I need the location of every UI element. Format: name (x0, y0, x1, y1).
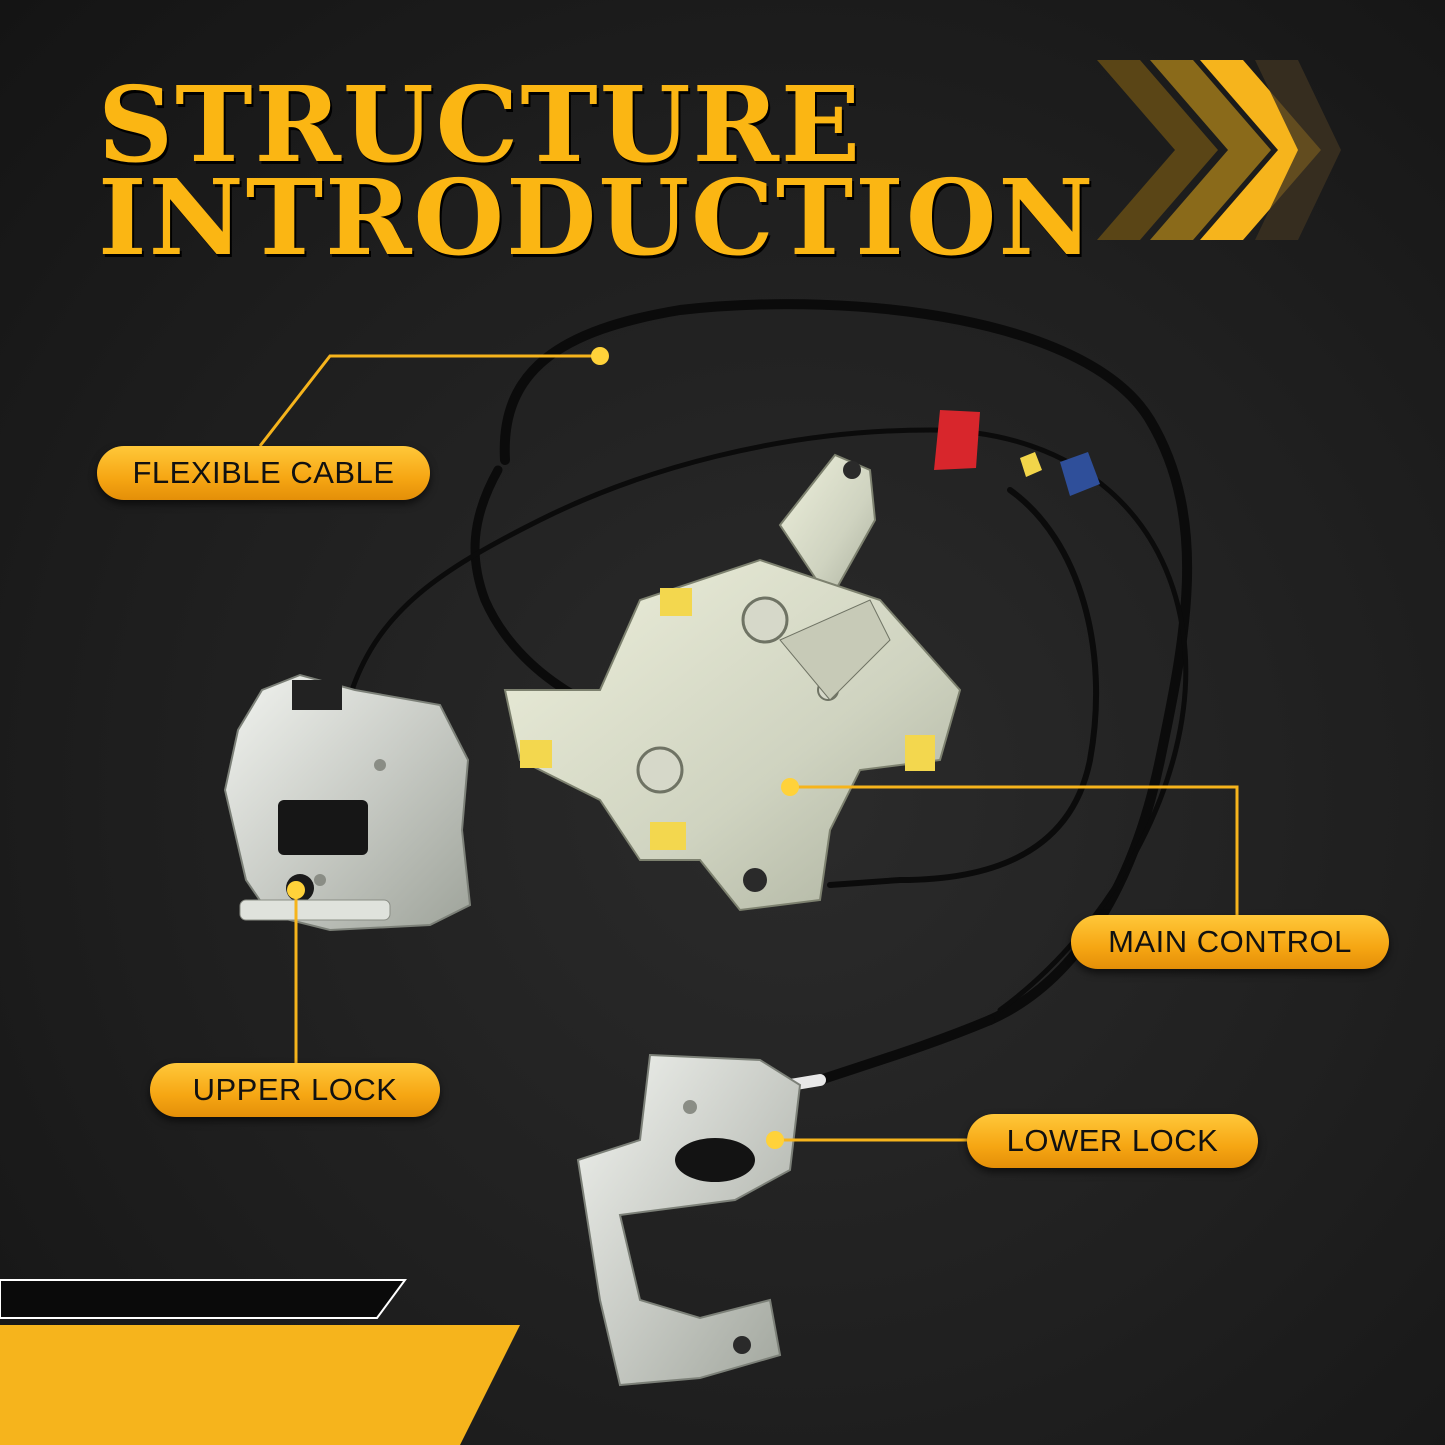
label-flexible-cable: FLEXIBLE CABLE (97, 446, 430, 500)
label-upper-lock-text: UPPER LOCK (192, 1072, 398, 1107)
upper-lock (223, 673, 472, 932)
cable-tags (934, 410, 1100, 496)
label-upper-lock: UPPER LOCK (150, 1063, 440, 1117)
main-control-latch (503, 453, 962, 912)
callout-lines (258, 354, 1239, 1142)
headline-line-1: STRUCTURE (98, 63, 863, 186)
label-lower-lock-text: LOWER LOCK (1006, 1123, 1219, 1158)
label-main-control: MAIN CONTROL (1071, 915, 1389, 969)
callout-dots (287, 347, 799, 1149)
label-lower-lock: LOWER LOCK (967, 1114, 1258, 1168)
headline-line-2: INTRODUCTION (98, 156, 1096, 279)
label-flexible-cable-text: FLEXIBLE CABLE (132, 455, 395, 490)
lower-lock (576, 1053, 802, 1387)
decorative-stripes (0, 1279, 520, 1445)
label-main-control-text: MAIN CONTROL (1108, 924, 1352, 959)
